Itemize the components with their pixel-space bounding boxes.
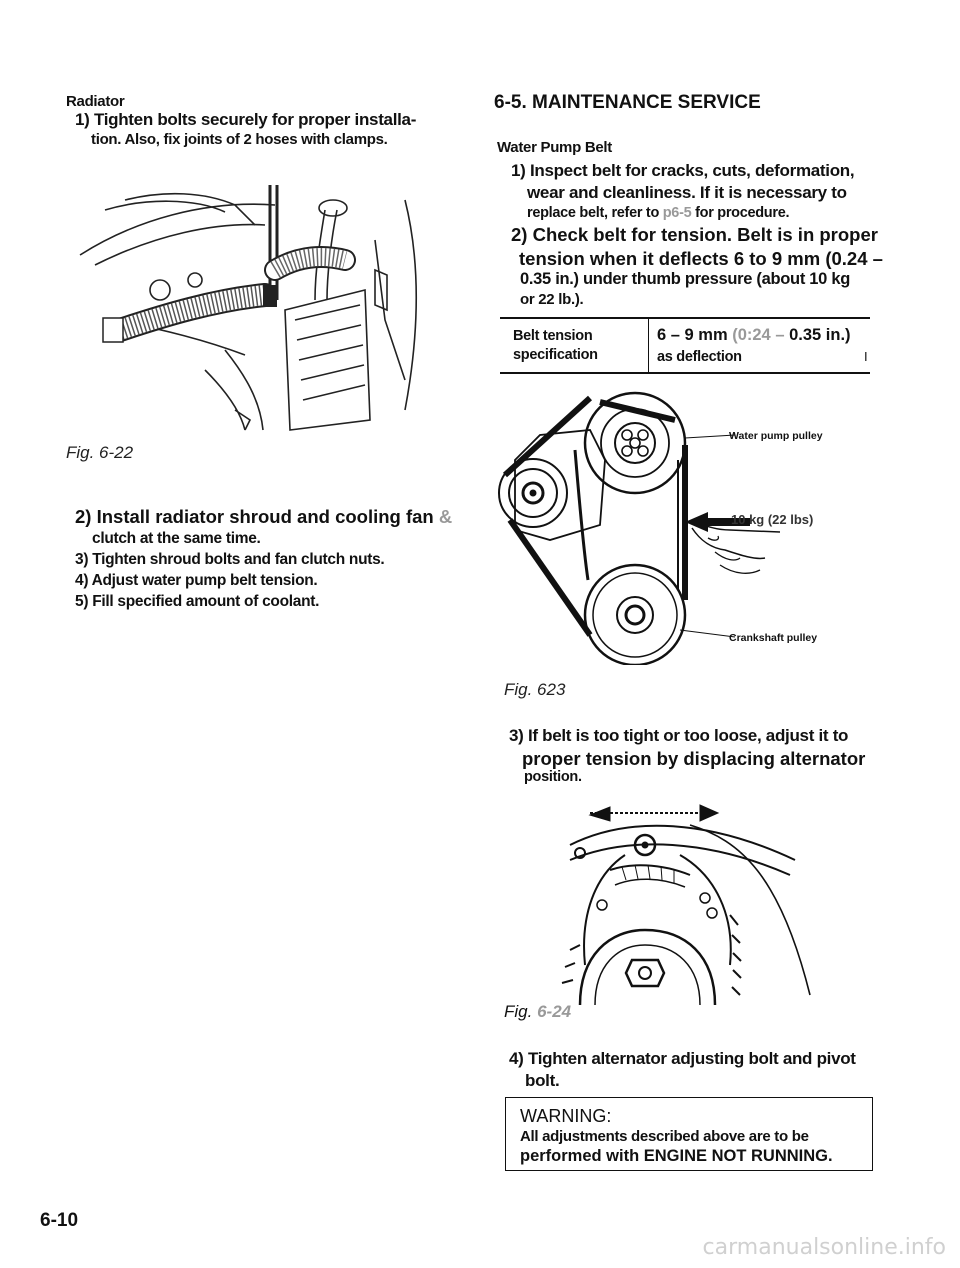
spec-value-line2: as deflection [657,349,742,365]
belt-step2-line2: tension when it deflects 6 to 9 mm (0.24… [519,248,883,269]
belt-step2-line3: 0.35 in.) under thumb pressure (about 10… [520,270,850,288]
belt-step3-line1: 3) If belt is too tight or too loose, ad… [509,726,849,745]
table-divider [648,319,649,372]
warning-line1: All adjustments described above are to b… [520,1128,809,1145]
radiator-step2-line1: 2) Install radiator shroud and cooling f… [75,506,453,527]
belt-deflection-diagram [498,391,781,665]
radiator-step3: 3) Tighten shroud bolts and fan clutch n… [75,551,385,568]
spec-value-line1: 6 – 9 mm (0:24 – 0.35 in.) [657,326,851,344]
alternator-illustration [561,804,811,1005]
spec-mark: I [864,349,868,364]
belt-step2-line4: or 22 lb.). [520,291,584,308]
warning-box: WARNING: All adjustments described above… [505,1097,873,1171]
belt-step2-line1: 2) Check belt for tension. Belt is in pr… [511,224,878,245]
water-pump-pulley-label: Water pump pulley [729,430,823,442]
fig-6-24-caption: Fig. 6-24 [504,1002,572,1021]
radiator-step5: 5) Fill specified amount of coolant. [75,593,320,610]
belt-step1-line1: 1) Inspect belt for cracks, cuts, deform… [511,161,855,180]
belt-step1-line3: replace belt, refer to p6-5 for procedur… [527,205,790,221]
radiator-heading: Radiator [66,93,125,110]
radiator-step2-line2: clutch at the same time. [92,530,261,547]
belt-step3-line2: proper tension by displacing alternator [522,748,866,769]
belt-step1-line2: wear and cleanliness. If it is necessary… [527,183,847,202]
spec-label-line2: specification [513,347,598,363]
warning-title: WARNING: [520,1106,612,1126]
radiator-step4: 4) Adjust water pump belt tension. [75,572,318,589]
belt-step4-line1: 4) Tighten alternator adjusting bolt and… [509,1049,856,1068]
fig-6-23-caption: Fig. 623 [504,680,566,699]
radiator-hose-illustration [79,185,417,431]
force-label: 10 kg (22 lbs) [731,512,814,527]
belt-step4-line2: bolt. [525,1071,560,1090]
page-reference-link: p6-5 [662,205,692,221]
spec-label-line1: Belt tension [513,328,593,344]
watermark: carmanualsonline.info [702,1235,946,1260]
belt-tension-spec-table: Belt tension specification 6 – 9 mm (0:2… [500,317,870,374]
radiator-step1-line1: 1) Tighten bolts securely for proper ins… [75,110,417,129]
belt-step3-line3: position. [524,769,582,785]
page-number: 6-10 [40,1210,79,1231]
warning-line2: performed with ENGINE NOT RUNNING. [520,1147,833,1165]
water-pump-belt-heading: Water Pump Belt [497,139,612,156]
crankshaft-pulley-label: Crankshaft pulley [729,632,818,644]
radiator-step1-line2: tion. Also, fix joints of 2 hoses with c… [91,131,388,148]
fig-6-22-caption: Fig. 6-22 [66,443,134,462]
section-title: 6-5. MAINTENANCE SERVICE [494,92,761,113]
